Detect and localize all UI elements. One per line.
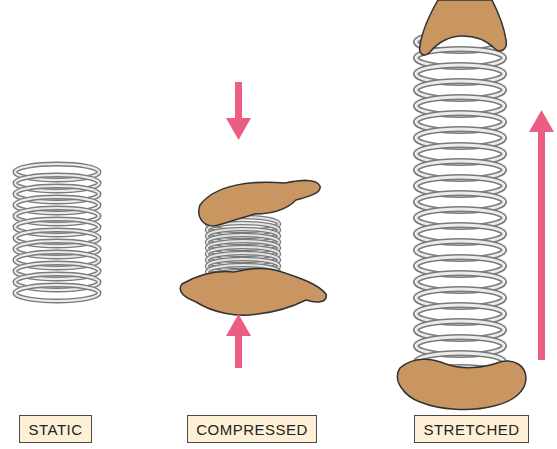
spring-state-label: STRETCHED bbox=[423, 421, 519, 438]
label-box: STRETCHED bbox=[414, 415, 529, 443]
hand bbox=[199, 180, 320, 226]
stretched-spring bbox=[416, 33, 504, 385]
hand bbox=[180, 268, 326, 315]
force-arrow bbox=[226, 314, 251, 368]
label-box: COMPRESSED bbox=[187, 415, 317, 443]
force-arrow bbox=[529, 110, 554, 360]
spring-state-label: COMPRESSED bbox=[196, 421, 308, 438]
label-box: STATIC bbox=[19, 415, 92, 443]
hand bbox=[420, 0, 507, 55]
spring-state-label: STATIC bbox=[28, 421, 82, 438]
hand bbox=[397, 359, 526, 409]
force-arrow bbox=[226, 82, 251, 140]
static-spring bbox=[15, 164, 99, 301]
